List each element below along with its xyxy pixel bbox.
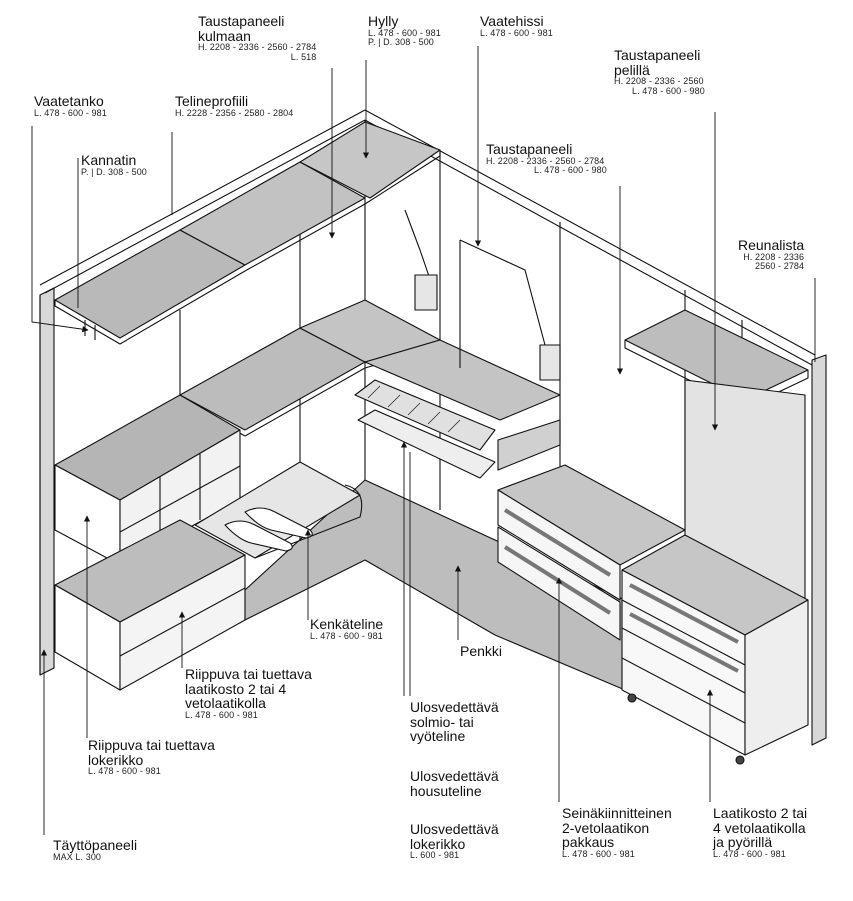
title-line: Vaatetanko — [34, 93, 104, 109]
dims-line: L. 478 - 600 - 981 — [310, 630, 383, 641]
title-line: Taustapaneeli — [614, 47, 701, 63]
title-line: Kannatin — [81, 152, 137, 168]
title-line: Taustapaneeli — [486, 141, 573, 157]
title-line: Telineprofiili — [175, 93, 249, 109]
dims-line: P. | D. 308 - 500 — [368, 37, 434, 48]
label-penkki: Penkki — [460, 644, 502, 659]
label-taytto-paneeli: Täyttöpaneeli MAX L. 300 — [53, 838, 137, 862]
top-rail-left — [39, 109, 366, 286]
dims-line: L. 478 - 600 - 981 — [562, 849, 635, 860]
title-line: Riippuva tai tuettava — [185, 666, 312, 682]
title-line: laatikosto 2 tai 4 — [185, 680, 287, 697]
title-line: Ulosvedettävä — [410, 699, 499, 715]
title-line: Kenkäteline — [310, 616, 384, 632]
center-top-shelf — [364, 339, 561, 421]
title-line: housuteline — [410, 782, 482, 799]
tie-rack-tray — [354, 379, 496, 451]
label-vaatetanko: Vaatetanko L. 478 - 600 - 981 — [34, 94, 107, 118]
label-taustapaneeli: Taustapaneeli H. 2208 - 2336 - 2560 - 27… — [486, 142, 607, 176]
leader-lines — [31, 46, 816, 835]
label-reunalista: Reunalista H. 2208 - 2336 2560 - 2784 — [738, 238, 804, 272]
dims-line: H. 2228 - 2356 - 2580 - 2804 — [175, 107, 294, 118]
title-line: Seinäkiinnitteinen — [562, 805, 672, 821]
title-line: Vaatehissi — [480, 13, 544, 29]
title-line: Täyttöpaneeli — [53, 837, 138, 853]
title-line: solmio- tai — [410, 713, 474, 730]
dims-line: 2560 - 2784 — [755, 261, 805, 272]
label-laatikosto-pyorilla: Laatikosto 2 tai 4 vetolaatikolla ja pyö… — [713, 806, 807, 860]
label-kannatin: Kannatin P. | D. 308 - 500 — [81, 153, 147, 177]
label-solmioteline: Ulosvedettävä solmio- tai vyöteline — [410, 700, 499, 744]
title-line: Ulosvedettävä — [410, 821, 499, 837]
label-seinakiinnitteinen: Seinäkiinnitteinen 2-vetolaatikon pakkau… — [562, 806, 672, 860]
dims-line: L. 478 - 600 - 981 — [368, 27, 441, 38]
title-line: Penkki — [460, 643, 503, 659]
dims-line: L. 478 - 600 - 981 — [88, 766, 161, 777]
title-line: Riippuva tai tuettava — [88, 737, 215, 753]
leader-vaatetanko — [31, 126, 89, 333]
title-line: pelillä — [614, 61, 650, 78]
clothes-lift — [404, 209, 561, 381]
wardrobe-structure — [39, 109, 827, 765]
dims-line: L. 478 - 600 - 981 — [185, 710, 258, 721]
dims-line: L. 518 — [290, 51, 317, 62]
dims-line: H. 2208 - 2336 - 2560 - 2784 — [198, 42, 317, 53]
dims-line: H. 2208 - 2336 - 2560 — [614, 76, 704, 87]
label-telineprofiili: Telineprofiili H. 2228 - 2356 - 2580 - 2… — [175, 94, 293, 118]
dims-line: L. 478 - 600 - 981 — [713, 849, 786, 860]
dims-line: L. 478 - 600 - 981 — [34, 107, 107, 118]
title-line: Hylly — [368, 13, 399, 29]
label-riippuva-laatikosto: Riippuva tai tuettava laatikosto 2 tai 4… — [185, 667, 312, 721]
dims-line: H. 2208 - 2336 - 2560 - 2784 — [486, 155, 605, 166]
label-kenkateline: Kenkäteline L. 478 - 600 - 981 — [310, 617, 383, 641]
label-riippuva-lokerikko: Riippuva tai tuettava lokerikko L. 478 -… — [88, 738, 215, 777]
trouser-rack-tray — [357, 409, 496, 479]
left-end-panel — [39, 287, 55, 676]
dims-line: L. 600 - 981 — [410, 850, 460, 861]
label-taustapaneeli-kulmaan: Taustapaneeli kulmaan H. 2208 - 2336 - 2… — [198, 14, 316, 62]
right-end-panel — [811, 354, 827, 746]
title-line: 4 vetolaatikolla — [713, 819, 806, 836]
title-line: 2-vetolaatikon — [562, 819, 650, 836]
title-line: Taustapaneeli — [198, 13, 285, 29]
floor-plinth — [244, 479, 626, 691]
label-ulosvedettava-lokerikko: Ulosvedettävä lokerikko L. 600 - 981 — [410, 822, 499, 861]
pullout-cubby-tray — [497, 419, 561, 471]
title-line: ja pyörillä — [713, 834, 773, 851]
dims-line: H. 2208 - 2336 — [743, 251, 805, 262]
label-taustapaneeli-pelilla: Taustapaneeli pelillä H. 2208 - 2336 - 2… — [614, 48, 705, 96]
title-line: lokerikko — [410, 835, 466, 852]
title-line: kulmaan — [198, 27, 251, 44]
label-housuteline: Ulosvedettävä housuteline — [410, 769, 499, 798]
title-line: Reunalista — [738, 237, 805, 253]
dims-line: MAX L. 300 — [53, 851, 102, 862]
dims-line: L. 478 - 600 - 980 — [632, 85, 705, 96]
dims-line: P. | D. 308 - 500 — [81, 166, 147, 177]
title-line: Laatikosto 2 tai — [713, 805, 808, 821]
dims-line: L. 478 - 600 - 980 — [534, 165, 607, 176]
title-line: lokerikko — [88, 751, 144, 768]
label-vaatehissi: Vaatehissi L. 478 - 600 - 981 — [480, 14, 553, 38]
title-line: vetolaatikolla — [185, 695, 266, 712]
title-line: pakkaus — [562, 834, 615, 851]
title-line: Ulosvedettävä — [410, 768, 499, 784]
title-line: vyöteline — [410, 728, 466, 745]
dims-line: L. 478 - 600 - 981 — [480, 27, 553, 38]
shoe-left — [224, 520, 293, 552]
shoe-right — [244, 507, 313, 539]
label-hylly: Hylly L. 478 - 600 - 981 P. | D. 308 - 5… — [368, 14, 441, 48]
